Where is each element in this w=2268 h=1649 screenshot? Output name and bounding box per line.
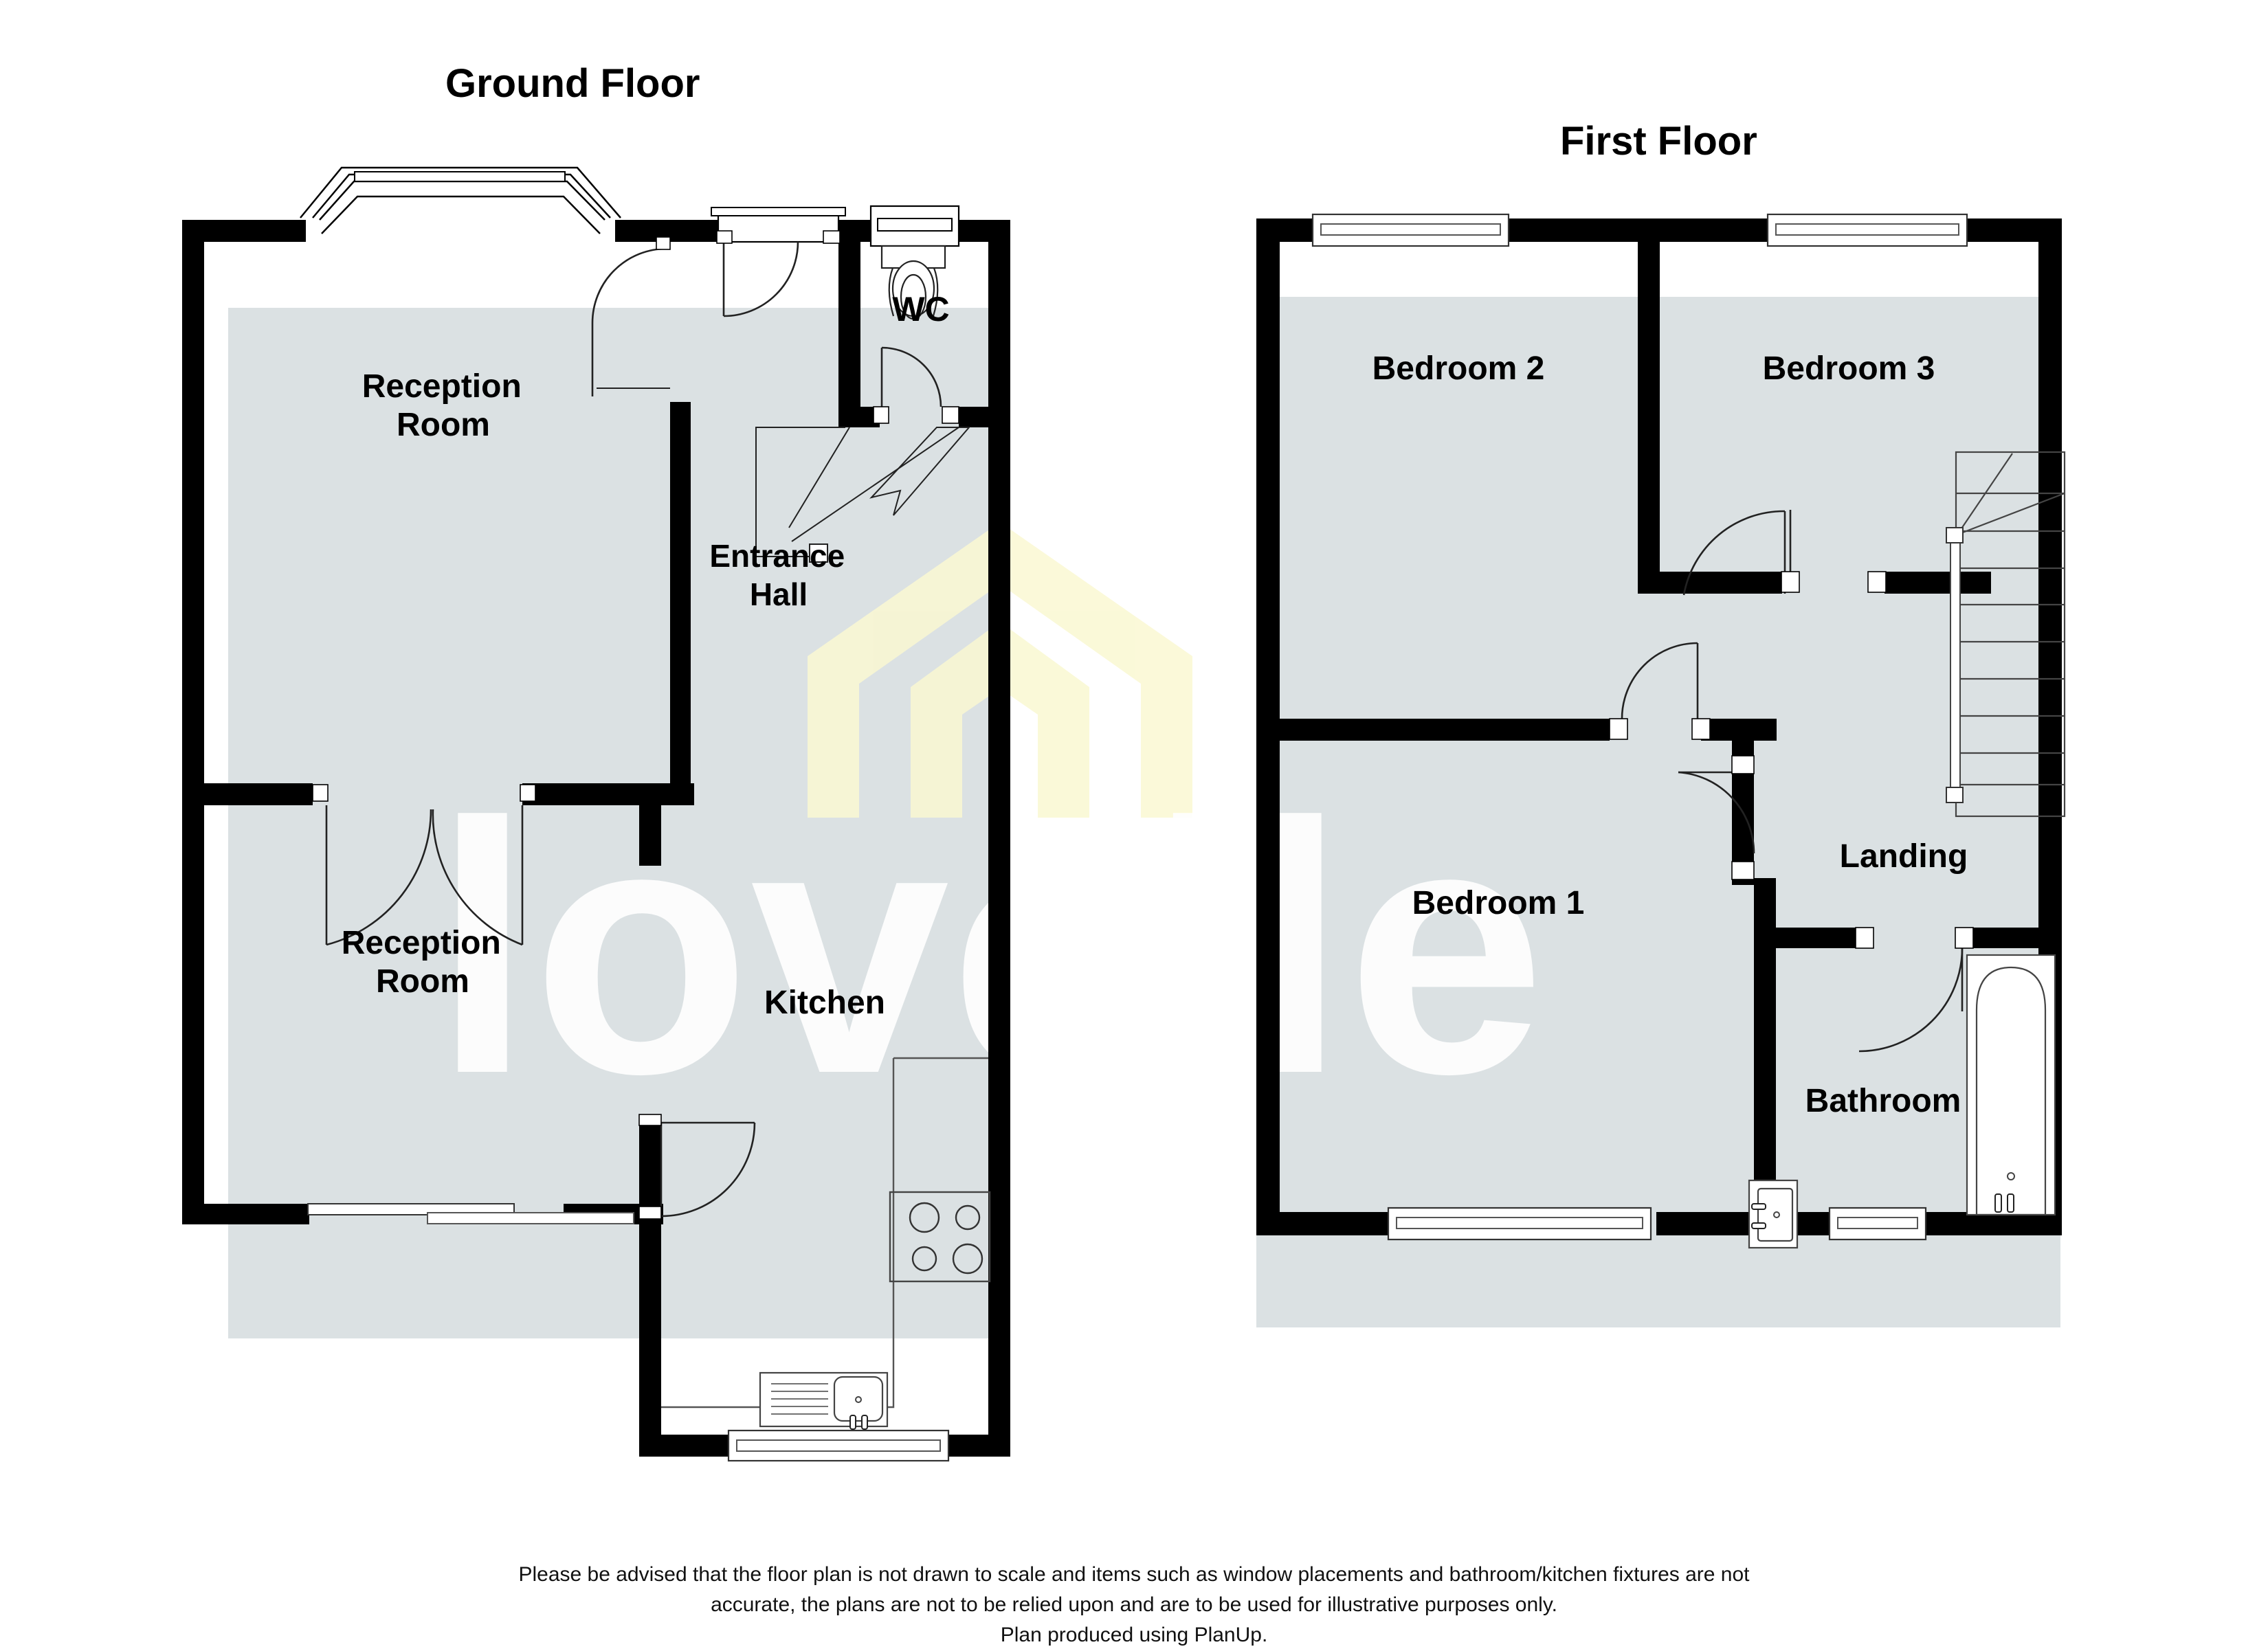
bathroom-door: [1855, 927, 1974, 1053]
first-floor-labels: Bedroom 2 Bedroom 3 Bedroom 1 Landing Ba…: [1372, 350, 1968, 1119]
first-floor-doors: [1609, 510, 1974, 1053]
room-label-bedroom-2: Bedroom 2: [1372, 350, 1545, 387]
room-label-landing: Landing: [1840, 838, 1968, 875]
bedroom2-door: [1609, 642, 1711, 740]
bedroom2-window: [1311, 213, 1510, 247]
bath-icon: [1966, 954, 2056, 1216]
house-icon: [808, 522, 1192, 818]
bay-window: [300, 166, 621, 234]
ground-floor-walls: [182, 220, 1010, 1457]
hob-icon: [889, 1191, 991, 1283]
toilet-icon: [880, 245, 946, 320]
sliding-patio-door: [307, 1203, 634, 1224]
room-label-wc: WC: [892, 290, 949, 328]
ground-floor-labels: Reception Room Reception Room Entrance H…: [342, 290, 950, 1021]
disclaimer-line-1: Please be advised that the floor plan is…: [518, 1563, 1750, 1586]
wc-door: [873, 346, 959, 424]
bathroom-fittings: [1748, 954, 2056, 1249]
sink-with-drainer-icon: [759, 1371, 889, 1430]
room-label-bedroom-1: Bedroom 1: [1412, 885, 1585, 921]
bedroom3-window: [1766, 213, 1968, 247]
bathroom-window: [1828, 1207, 1927, 1241]
bedroom3-door: [1682, 510, 1887, 596]
room-label-reception-rear: Reception Room: [342, 925, 504, 1000]
first-floor-plan: Bedroom 2 Bedroom 3 Bedroom 1 Landing Ba…: [1256, 213, 2066, 1249]
stairs-up-arrow: [755, 427, 971, 563]
first-floor-title: First Floor: [1560, 119, 1757, 164]
wc-window: [869, 205, 960, 247]
disclaimer-line-2: accurate, the plans are not to be relied…: [711, 1593, 1557, 1616]
kitchen-window: [727, 1429, 950, 1462]
bedroom1-door: [1678, 755, 1755, 880]
room-label-kitchen: Kitchen: [764, 985, 885, 1021]
kitchen-door: [638, 1114, 756, 1220]
ground-floor-title: Ground Floor: [445, 61, 700, 106]
room-label-reception-front: Reception Room: [362, 368, 524, 443]
staircase: [1946, 451, 2066, 818]
french-doors: [312, 784, 536, 946]
first-floor-windows: [1311, 213, 1968, 1241]
wash-basin-icon: [1748, 1179, 1799, 1249]
ground-floor-doors: [307, 205, 971, 1224]
disclaimer-line-3: Plan produced using PlanUp.: [1000, 1624, 1268, 1646]
kitchen-fittings: [661, 1057, 991, 1462]
disclaimer-text: Please be advised that the floor plan is…: [0, 1560, 2268, 1649]
room-label-bedroom-3: Bedroom 3: [1763, 350, 1935, 387]
ground-floor-plan: Reception Room Reception Room Entrance H…: [182, 166, 1010, 1462]
bedroom1-window: [1387, 1207, 1652, 1241]
room-label-bathroom: Bathroom: [1805, 1083, 1961, 1119]
room-label-entrance-hall: Entrance Hall: [709, 538, 847, 612]
